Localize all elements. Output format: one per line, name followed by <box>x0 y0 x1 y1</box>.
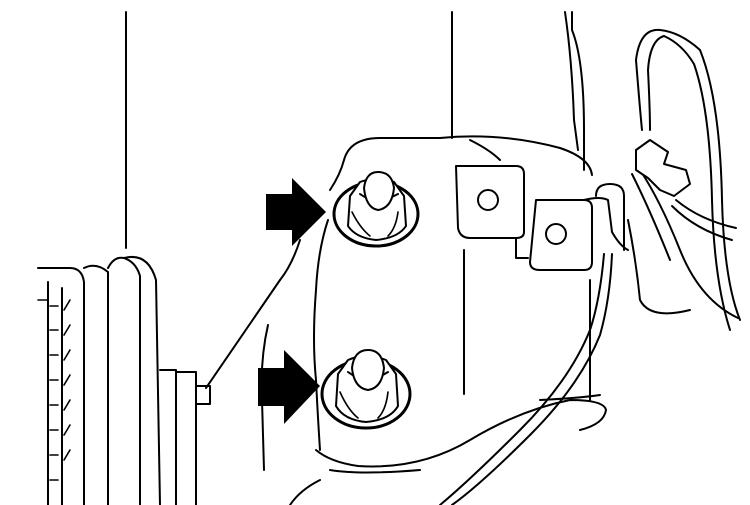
sensor-bracket <box>455 165 629 271</box>
disc-vent-marks <box>49 299 71 481</box>
hub-bolt-stub <box>195 385 211 405</box>
strut-tube <box>125 11 585 249</box>
upper-mounting-nut <box>332 171 420 248</box>
wire-clip <box>635 139 691 197</box>
wire-harness <box>439 28 741 505</box>
arrow-upper-nut-icon <box>266 178 326 246</box>
knuckle-bracket <box>205 135 607 505</box>
arrow-lower-nut-icon <box>258 350 320 424</box>
brake-disc-assembly <box>37 256 211 505</box>
lower-mounting-nut <box>320 349 412 430</box>
